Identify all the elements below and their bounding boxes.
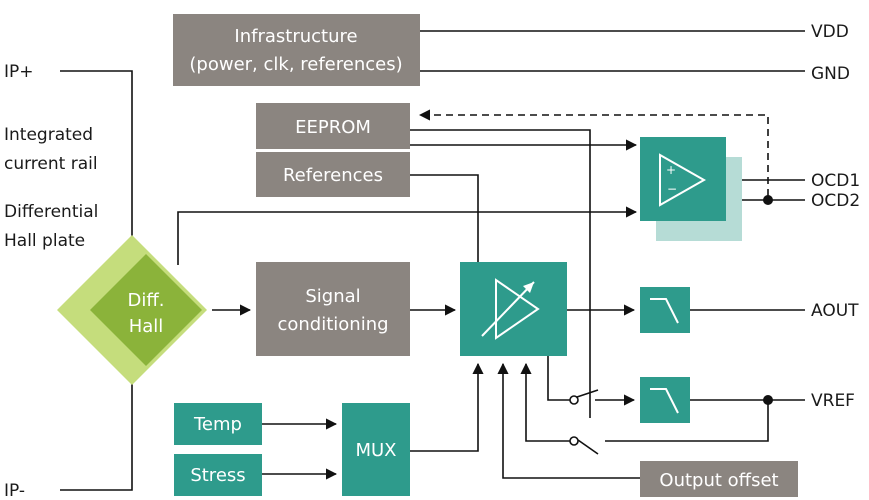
- references-label: References: [283, 165, 383, 186]
- switch-1-contact: [569, 395, 579, 405]
- switch-2-blade: [577, 439, 599, 455]
- amplifier-to-switch-wire: [547, 356, 570, 401]
- wires: [60, 30, 805, 491]
- ip-plus-wire: [60, 70, 133, 265]
- eeprom-to-switch-wire: [410, 129, 591, 418]
- output-offset-label: Output offset: [659, 470, 778, 491]
- temp-block: Temp: [174, 403, 262, 445]
- switch-1-blade: [573, 389, 599, 399]
- comparator-icon: + −: [640, 137, 742, 241]
- current-rail-sublabel: current rail: [4, 154, 98, 174]
- hall-plate-label: Differential: [4, 202, 98, 222]
- mux-label: MUX: [355, 440, 396, 461]
- vref-label: VREF: [811, 391, 855, 411]
- hall-plate-sublabel: Hall plate: [4, 231, 85, 251]
- diff-hall-sublabel: Hall: [129, 316, 164, 337]
- infrastructure-sublabel: (power, clk, references): [189, 54, 402, 75]
- switch-to-amplifier-wire: [520, 362, 570, 442]
- stress-label: Stress: [190, 465, 245, 486]
- gnd-label: GND: [811, 64, 850, 84]
- lowpass-filter-icon: [640, 287, 690, 333]
- vref-feedback-wire: [605, 400, 769, 442]
- infrastructure-block: Infrastructure (power, clk, references): [173, 14, 420, 86]
- aout-label: AOUT: [811, 301, 859, 321]
- vdd-label: VDD: [811, 22, 849, 42]
- references-to-amplifier-wire: [410, 174, 479, 262]
- ocd2-label: OCD2: [811, 191, 860, 211]
- current-rail-label: Integrated: [4, 125, 93, 145]
- temp-label: Temp: [193, 414, 242, 435]
- references-block: References: [256, 152, 410, 197]
- eeprom-label: EEPROM: [295, 117, 371, 138]
- switch-2-contact: [569, 436, 579, 446]
- variable-gain-amplifier-icon: [460, 262, 567, 356]
- mux-to-amplifier-wire: [410, 362, 484, 452]
- stress-block: Stress: [174, 454, 262, 496]
- diff-hall-block: Diff. Hall: [57, 235, 207, 385]
- eeprom-block: EEPROM: [256, 103, 410, 149]
- vref-junction-dot: [763, 395, 773, 405]
- signal-conditioning-label: Signal: [305, 286, 360, 307]
- signal-conditioning-sublabel: conditioning: [277, 314, 388, 335]
- signal-conditioning-block: Signal conditioning: [256, 262, 410, 356]
- output-offset-block: Output offset: [640, 461, 798, 497]
- ip-minus-label: IP-: [4, 481, 25, 500]
- svg-text:−: −: [667, 182, 677, 196]
- dashed-feedback-wire: [418, 109, 769, 196]
- svg-text:+: +: [666, 163, 676, 177]
- ocd1-label: OCD1: [811, 171, 860, 191]
- output-offset-to-amplifier-wire: [497, 362, 640, 479]
- ip-minus-wire: [60, 360, 133, 491]
- infrastructure-label: Infrastructure: [234, 26, 357, 47]
- mux-block: MUX: [342, 403, 410, 496]
- ip-plus-label: IP+: [4, 62, 34, 82]
- hall-to-comparator-wire: [177, 206, 638, 265]
- ocd-junction-dot: [763, 195, 773, 205]
- lowpass-filter-icon: [640, 377, 690, 423]
- diff-hall-label: Diff.: [128, 290, 165, 311]
